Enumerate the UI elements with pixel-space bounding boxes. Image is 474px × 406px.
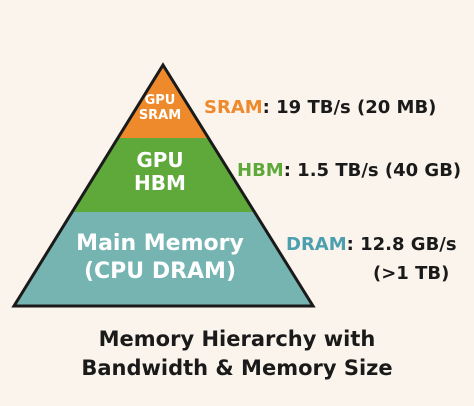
hbm-spec-value: : 1.5 TB/s (40 GB) bbox=[283, 160, 462, 181]
sram-tier-label: GPU SRAM bbox=[60, 93, 260, 124]
sram-tier-label-line1: GPU bbox=[144, 93, 176, 108]
dram-spec-tag: DRAM bbox=[286, 234, 347, 255]
sram-tier bbox=[117, 65, 209, 138]
pyramid-outline bbox=[11, 62, 316, 308]
sram-tier-label-line2: SRAM bbox=[138, 107, 182, 123]
dram-spec-value: : 12.8 GB/s bbox=[346, 234, 457, 255]
dram-spec: DRAM: 12.8 GB/s bbox=[286, 234, 457, 255]
sram-spec-tag: SRAM bbox=[204, 97, 263, 118]
hbm-tier-label: GPU HBM bbox=[60, 149, 260, 195]
hbm-tier bbox=[72, 138, 255, 212]
hbm-tier-label-line1: GPU bbox=[136, 148, 184, 172]
caption-line2: Bandwidth & Memory Size bbox=[81, 356, 393, 381]
dram-tier-label-line2: (CPU DRAM) bbox=[83, 258, 237, 284]
hbm-spec: HBM: 1.5 TB/s (40 GB) bbox=[237, 160, 461, 181]
dram-tier-label: Main Memory (CPU DRAM) bbox=[60, 230, 260, 285]
dram-tier-label-line1: Main Memory bbox=[76, 231, 244, 256]
sram-spec: SRAM: 19 TB/s (20 MB) bbox=[204, 97, 436, 118]
hbm-spec-tag: HBM bbox=[237, 160, 284, 181]
dram-tier bbox=[14, 212, 313, 306]
hbm-tier-label-line2: HBM bbox=[134, 171, 186, 195]
caption-line1: Memory Hierarchy with bbox=[98, 327, 376, 351]
sram-spec-value: : 19 TB/s (20 MB) bbox=[262, 97, 437, 118]
diagram-caption: Memory Hierarchy with Bandwidth & Memory… bbox=[0, 325, 474, 384]
dram-spec-size: (>1 TB) bbox=[373, 263, 450, 284]
